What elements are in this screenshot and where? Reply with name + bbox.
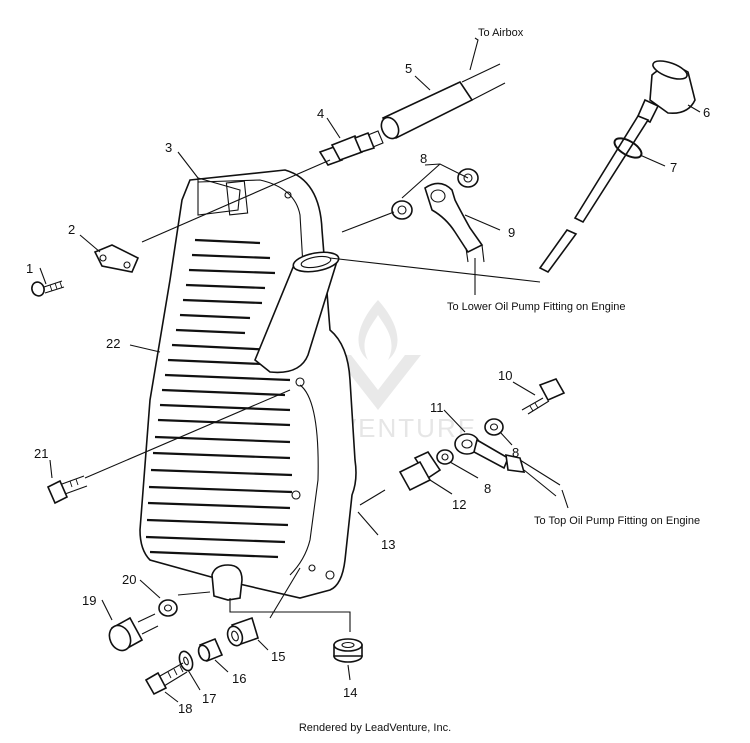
callout-19: 19 — [82, 593, 96, 608]
callout-22: 22 — [106, 336, 120, 351]
callout-11: 11 — [430, 400, 444, 415]
watermark-logo-icon — [335, 300, 421, 410]
bolt-1 — [31, 280, 65, 297]
drain-plug-19 — [108, 613, 159, 652]
label-to-top-oil-pump: To Top Oil Pump Fitting on Engine — [534, 515, 700, 527]
callout-6: 6 — [703, 105, 710, 120]
callout-8-lower: 8 — [484, 481, 491, 496]
callout-16: 16 — [232, 671, 246, 686]
spacer-16 — [197, 637, 224, 663]
bolt-21 — [46, 475, 88, 505]
callout-9: 9 — [508, 225, 515, 240]
bolt-18 — [144, 662, 188, 696]
callout-2: 2 — [68, 222, 75, 237]
label-to-airbox: To Airbox — [478, 27, 524, 39]
callout-18: 18 — [178, 701, 192, 716]
hose-5 — [380, 63, 506, 140]
fitting-12 — [398, 450, 442, 492]
callout-8-top: 8 — [420, 151, 427, 166]
callout-numbers: 1 2 3 4 5 6 7 8 9 10 11 8 8 12 13 14 15 … — [26, 61, 710, 716]
washer-17 — [178, 650, 194, 672]
label-to-lower-oil-pump: To Lower Oil Pump Fitting on Engine — [447, 301, 626, 313]
grommet-14 — [333, 638, 363, 663]
oil-tank — [139, 169, 357, 601]
elbow-fitting-9 — [424, 182, 485, 263]
callout-20: 20 — [122, 572, 136, 587]
callout-15: 15 — [271, 649, 285, 664]
bolt-10 — [521, 378, 566, 415]
washer-20 — [158, 599, 178, 617]
callout-13: 13 — [381, 537, 395, 552]
callout-17: 17 — [202, 691, 216, 706]
leader-lines — [39, 37, 701, 703]
callout-5: 5 — [405, 61, 412, 76]
callout-7: 7 — [670, 160, 677, 175]
dipstick-6 — [538, 60, 696, 274]
callout-14: 14 — [343, 685, 357, 700]
callout-10: 10 — [498, 368, 512, 383]
bracket-2 — [93, 244, 140, 273]
callout-3: 3 — [165, 140, 172, 155]
banjo-fitting-11 — [454, 433, 561, 497]
callout-21: 21 — [34, 446, 48, 461]
callout-8-right: 8 — [512, 445, 519, 460]
callout-12: 12 — [452, 497, 466, 512]
callout-1: 1 — [26, 261, 33, 276]
grommet-15 — [226, 616, 259, 647]
fitting-4 — [318, 130, 384, 166]
washer-8-lower-right — [436, 449, 454, 465]
callout-4: 4 — [317, 106, 324, 121]
footer-credit: Rendered by LeadVenture, Inc. — [299, 722, 451, 734]
washer-8-top-right — [484, 418, 504, 436]
